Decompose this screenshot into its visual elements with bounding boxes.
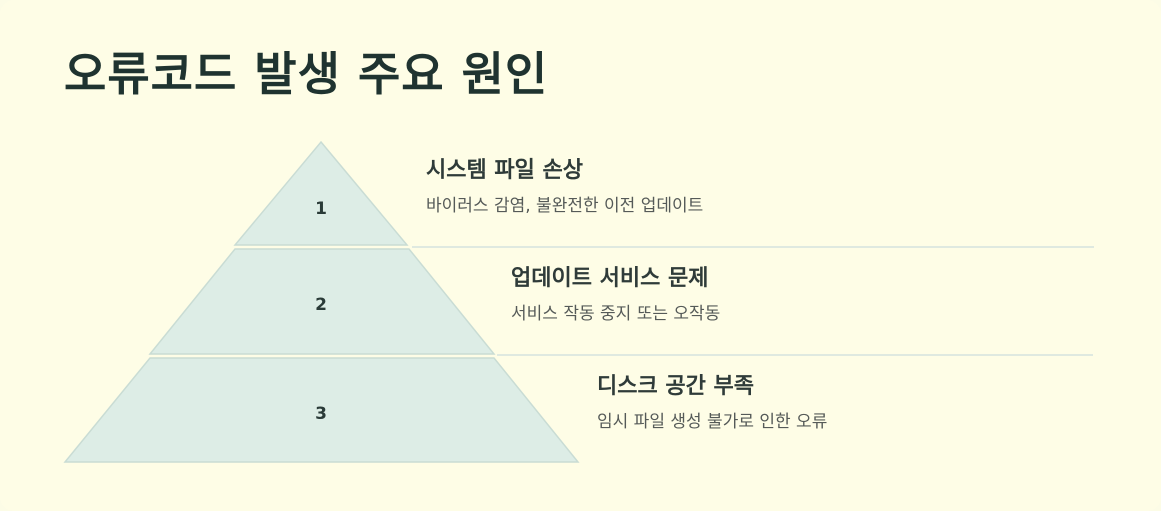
- tier-2-item: 업데이트 서비스 문제 서비스 작동 중지 또는 오작동: [511, 265, 720, 325]
- tier-3-title: 디스크 공간 부족: [597, 374, 754, 399]
- pyramid-tier-3: [63, 357, 580, 463]
- tier-3-description: 임시 파일 생성 불가로 인한 오류: [597, 412, 828, 432]
- page-title: 오류코드 발생 주요 원인: [64, 47, 549, 101]
- pyramid-tier-1: [233, 140, 409, 246]
- tier-2-title: 업데이트 서비스 문제: [511, 266, 709, 291]
- divider-2: [497, 354, 1093, 356]
- tier-number-3: 3: [315, 404, 327, 424]
- tier-number-2: 2: [315, 295, 327, 315]
- tier-3-item: 디스크 공간 부족 임시 파일 생성 불가로 인한 오류: [597, 373, 827, 433]
- tier-2-description: 서비스 작동 중지 또는 오작동: [511, 304, 721, 324]
- tier-1-description: 바이러스 감염, 불완전한 이전 업데이트: [426, 196, 704, 216]
- pyramid-tier-2: [148, 248, 496, 355]
- tier-1-item: 시스템 파일 손상 바이러스 감염, 불완전한 이전 업데이트: [426, 157, 703, 217]
- divider-1: [412, 246, 1094, 248]
- tier-number-1: 1: [315, 199, 327, 219]
- tier-1-title: 시스템 파일 손상: [426, 158, 583, 183]
